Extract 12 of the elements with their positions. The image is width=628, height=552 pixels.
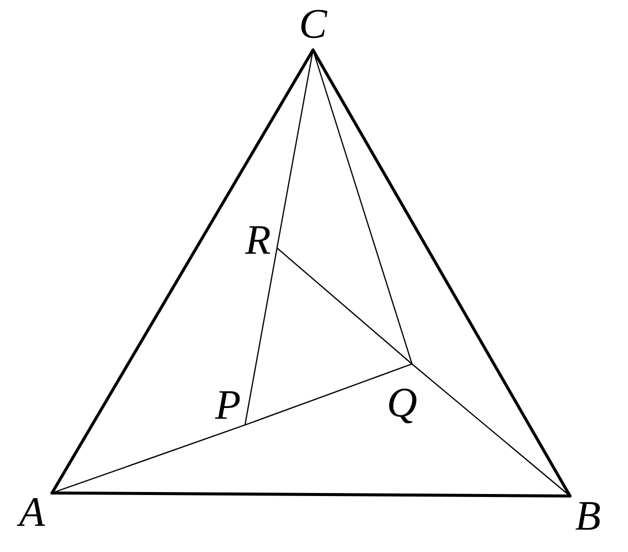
vertex-label: C <box>301 10 328 38</box>
line-segment <box>244 363 413 426</box>
vertex-label: P <box>214 391 240 419</box>
vertex-label: A <box>16 498 45 526</box>
line-segment <box>276 247 413 365</box>
vertex-label: B <box>576 502 600 530</box>
triangle-side <box>312 48 572 498</box>
vertex-label: R <box>244 226 270 254</box>
triangle-side <box>50 491 572 498</box>
vertex-label: Q <box>389 388 416 424</box>
triangle-side <box>50 48 314 494</box>
line-segment <box>244 247 278 426</box>
